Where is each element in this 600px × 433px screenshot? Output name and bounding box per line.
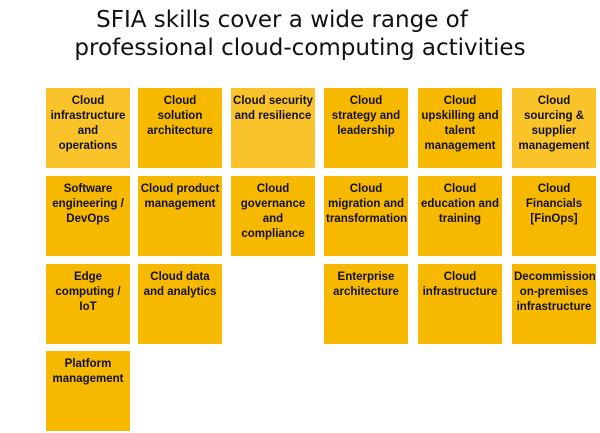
tile-cloud-data-and-analytics: Cloud data and analytics xyxy=(138,264,222,344)
tile-cloud-financials-finops: Cloud Financials [FinOps] xyxy=(512,176,596,256)
tile-cloud-governance-and-compliance: Cloud governance and compliance xyxy=(231,176,315,256)
tile-edge-computing-iot: Edge computing / IoT xyxy=(46,264,130,344)
tile-cloud-product-management: Cloud product management xyxy=(138,176,222,256)
tile-cloud-migration-and-transformation: Cloud migration and transformation xyxy=(324,176,408,256)
tile-cloud-security-and-resilience: Cloud security and resilience xyxy=(231,88,315,168)
tile-decommission-on-premises-infrastructure: Decommission on-premises infrastructure xyxy=(512,264,596,344)
tile-cloud-sourcing-supplier-management: Cloud sourcing & supplier management xyxy=(512,88,596,168)
tile-cloud-upskilling-and-talent-management: Cloud upskilling and talent management xyxy=(418,88,502,168)
tile-platform-management: Platform management xyxy=(46,351,130,431)
tile-software-engineering-devops: Software engineering / DevOps xyxy=(46,176,130,256)
title-line-2: professional cloud-computing activities xyxy=(74,35,526,61)
tile-cloud-strategy-and-leadership: Cloud strategy and leadership xyxy=(324,88,408,168)
tile-cloud-education-and-training: Cloud education and training xyxy=(418,176,502,256)
title-line-1: SFIA skills cover a wide range of xyxy=(96,7,468,33)
tile-cloud-infrastructure: Cloud infrastructure xyxy=(418,264,502,344)
tile-cloud-solution-architecture: Cloud solution architecture xyxy=(138,88,222,168)
tile-enterprise-architecture: Enterprise architecture xyxy=(324,264,408,344)
page-title: SFIA skills cover a wide range of profes… xyxy=(0,6,600,62)
tile-cloud-infrastructure-and-operations: Cloud infrastructure and operations xyxy=(46,88,130,168)
